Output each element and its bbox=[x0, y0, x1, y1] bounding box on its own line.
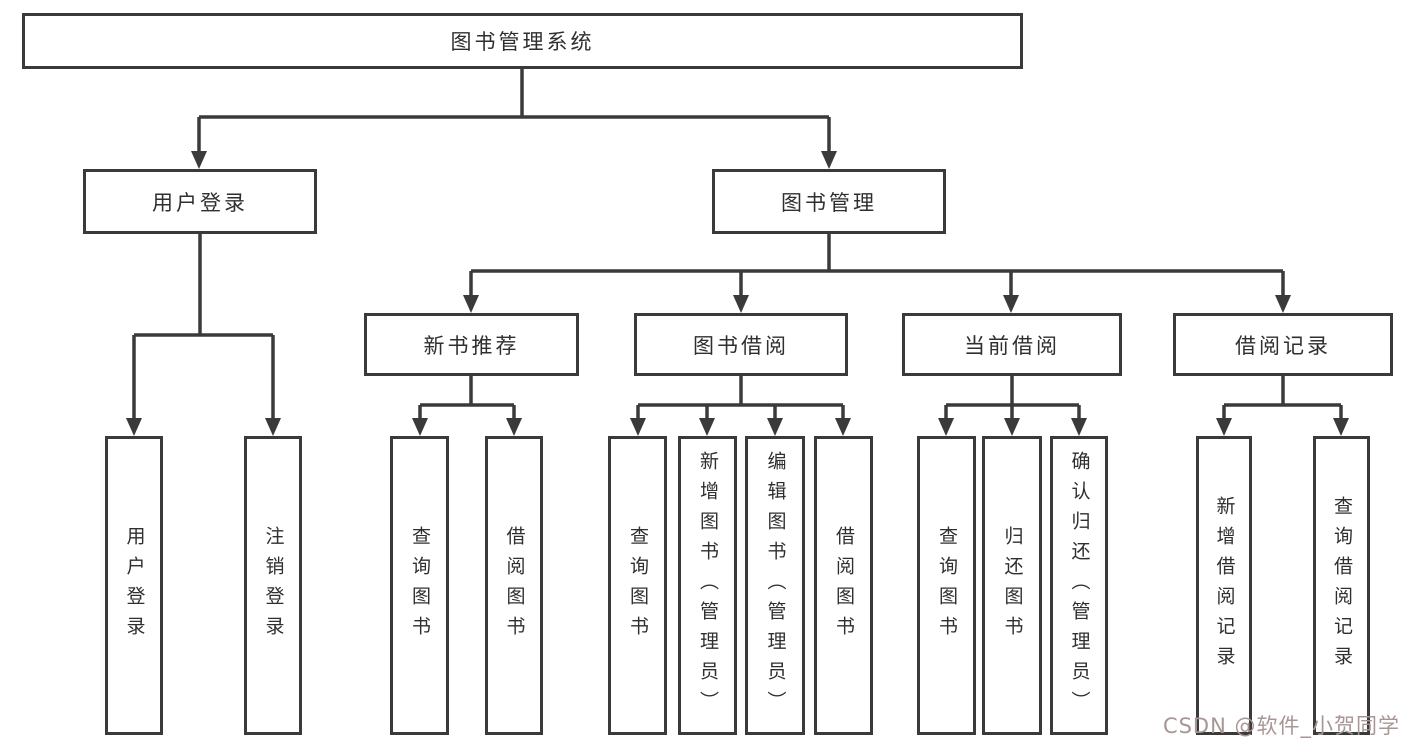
leaf-label: 新增借阅记录 bbox=[1213, 495, 1236, 676]
node-borrow-record: 借阅记录 bbox=[1173, 313, 1393, 376]
node-leaf-query-book-recommend: 查询图书 bbox=[390, 436, 449, 735]
csdn-watermark: CSDN @软件_小贺同学 bbox=[1162, 714, 1400, 738]
node-leaf-confirm-return-admin: 确认归还（管理员） bbox=[1050, 436, 1108, 735]
leaf-label: 归还图书 bbox=[1001, 525, 1024, 646]
leaf-label: 查询图书 bbox=[936, 525, 958, 646]
node-leaf-query-borrow-record: 查询借阅记录 bbox=[1313, 436, 1370, 735]
leaf-label: 注销登录 bbox=[262, 525, 285, 646]
node-new-book-recommend: 新书推荐 bbox=[364, 313, 579, 376]
leaf-label: 查询图书 bbox=[627, 525, 649, 646]
node-book-management: 图书管理 bbox=[712, 169, 946, 234]
leaf-label: 借阅图书 bbox=[833, 525, 855, 646]
node-leaf-query-book-borrow: 查询图书 bbox=[608, 436, 667, 735]
node-current-borrow: 当前借阅 bbox=[902, 313, 1122, 376]
leaf-label: 借阅图书 bbox=[503, 525, 526, 646]
node-leaf-query-book-current: 查询图书 bbox=[917, 436, 976, 735]
leaf-label: 用户登录 bbox=[123, 525, 146, 646]
leaf-label: 查询图书 bbox=[409, 525, 431, 646]
node-root: 图书管理系统 bbox=[22, 13, 1023, 69]
node-leaf-edit-book-admin: 编辑图书（管理员） bbox=[745, 436, 805, 735]
node-leaf-return-book: 归还图书 bbox=[982, 436, 1042, 735]
node-book-borrow: 图书借阅 bbox=[634, 313, 848, 376]
leaf-label: 确认归还（管理员） bbox=[1068, 450, 1091, 721]
node-leaf-logout: 注销登录 bbox=[244, 436, 302, 735]
leaf-label: 查询借阅记录 bbox=[1331, 495, 1353, 676]
node-leaf-add-book-admin: 新增图书（管理员） bbox=[678, 436, 737, 735]
node-leaf-borrow-book-recommend: 借阅图书 bbox=[485, 436, 543, 735]
node-leaf-borrow-book: 借阅图书 bbox=[814, 436, 873, 735]
node-leaf-add-borrow-record: 新增借阅记录 bbox=[1196, 436, 1252, 735]
leaf-label: 编辑图书（管理员） bbox=[764, 450, 787, 721]
leaf-label: 新增图书（管理员） bbox=[697, 450, 719, 721]
node-user-login: 用户登录 bbox=[83, 169, 317, 234]
node-leaf-user-login: 用户登录 bbox=[105, 436, 163, 735]
